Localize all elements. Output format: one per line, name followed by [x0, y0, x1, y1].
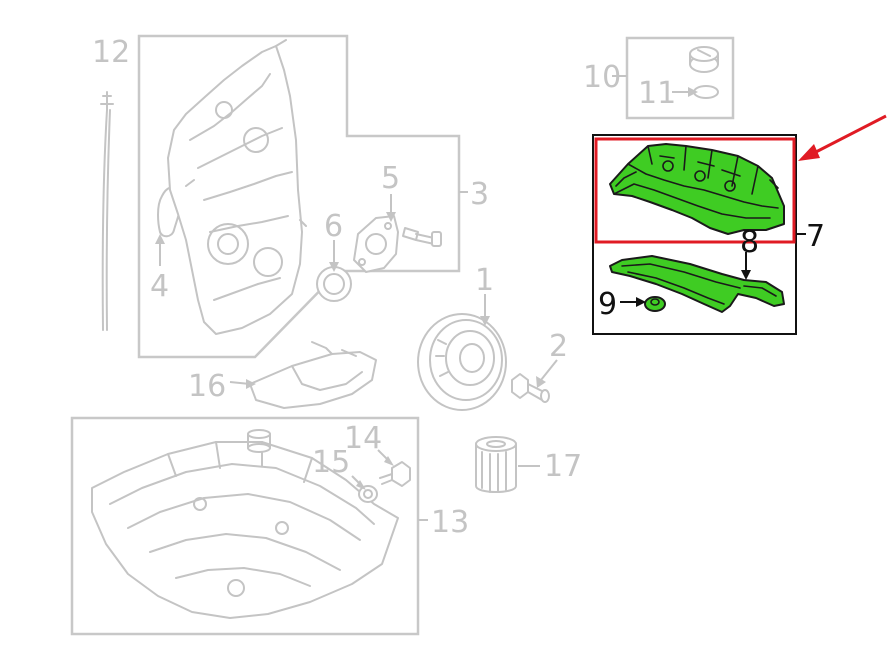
- callout-14: 14: [344, 421, 382, 456]
- callout-2: 2: [549, 329, 568, 364]
- part-pulley-bolt: [511, 373, 550, 403]
- callout-7: 7: [806, 219, 825, 254]
- arrowhead-14: [384, 456, 394, 466]
- arrowhead-1: [480, 316, 490, 326]
- part-oil-plug-cup: [247, 429, 271, 453]
- part-head-cover-gasket: [609, 255, 785, 313]
- part-baffle-plate: [249, 341, 377, 409]
- callout-4: 4: [150, 269, 169, 304]
- arrowhead-11: [688, 87, 698, 97]
- callout-17: 17: [544, 449, 582, 484]
- part-crank-pulley: [417, 313, 507, 411]
- callout-16: 16: [188, 369, 226, 404]
- arrowhead-8: [741, 270, 751, 280]
- arrowhead-4: [155, 234, 165, 244]
- box-oil-cap-group: [625, 36, 735, 120]
- callout-9: 9: [598, 287, 617, 322]
- highlight-box: [594, 137, 796, 244]
- arrowhead-15: [356, 480, 366, 490]
- part-oil-filler-cap: [689, 46, 719, 73]
- part-oil-filter: [475, 436, 517, 493]
- callout-5: 5: [381, 161, 400, 196]
- part-oil-pan: [91, 441, 399, 619]
- arrowhead-16: [246, 379, 256, 389]
- arrowhead-2: [536, 376, 546, 388]
- part-cover-bolt: [402, 227, 442, 247]
- red-pointer-arrow-icon: [798, 114, 887, 161]
- part-cover-grommet: [644, 296, 666, 312]
- part-cylinder-head-cover: [609, 143, 785, 235]
- part-bracket-plate: [353, 215, 399, 273]
- callout-3: 3: [470, 177, 489, 212]
- lead-2: [540, 359, 558, 381]
- callout-15: 15: [312, 445, 350, 480]
- callout-12: 12: [92, 35, 130, 70]
- part-drain-washer: [358, 485, 378, 503]
- box-timing-cover-group: [137, 34, 461, 359]
- part-dipstick: [100, 91, 114, 331]
- callout-8: 8: [740, 225, 759, 260]
- callout-13: 13: [431, 505, 469, 540]
- arrowhead-6: [329, 262, 339, 272]
- part-crank-seal: [316, 266, 352, 302]
- box-oil-pan-group: [70, 416, 420, 636]
- part-timing-cover: [167, 39, 307, 335]
- callout-6: 6: [324, 209, 343, 244]
- callout-10: 10: [583, 60, 621, 95]
- arrowhead-5: [386, 212, 396, 222]
- part-drain-bolt: [379, 461, 411, 487]
- callout-1: 1: [475, 263, 494, 298]
- arrowhead-9: [636, 297, 646, 307]
- callout-11: 11: [638, 76, 676, 111]
